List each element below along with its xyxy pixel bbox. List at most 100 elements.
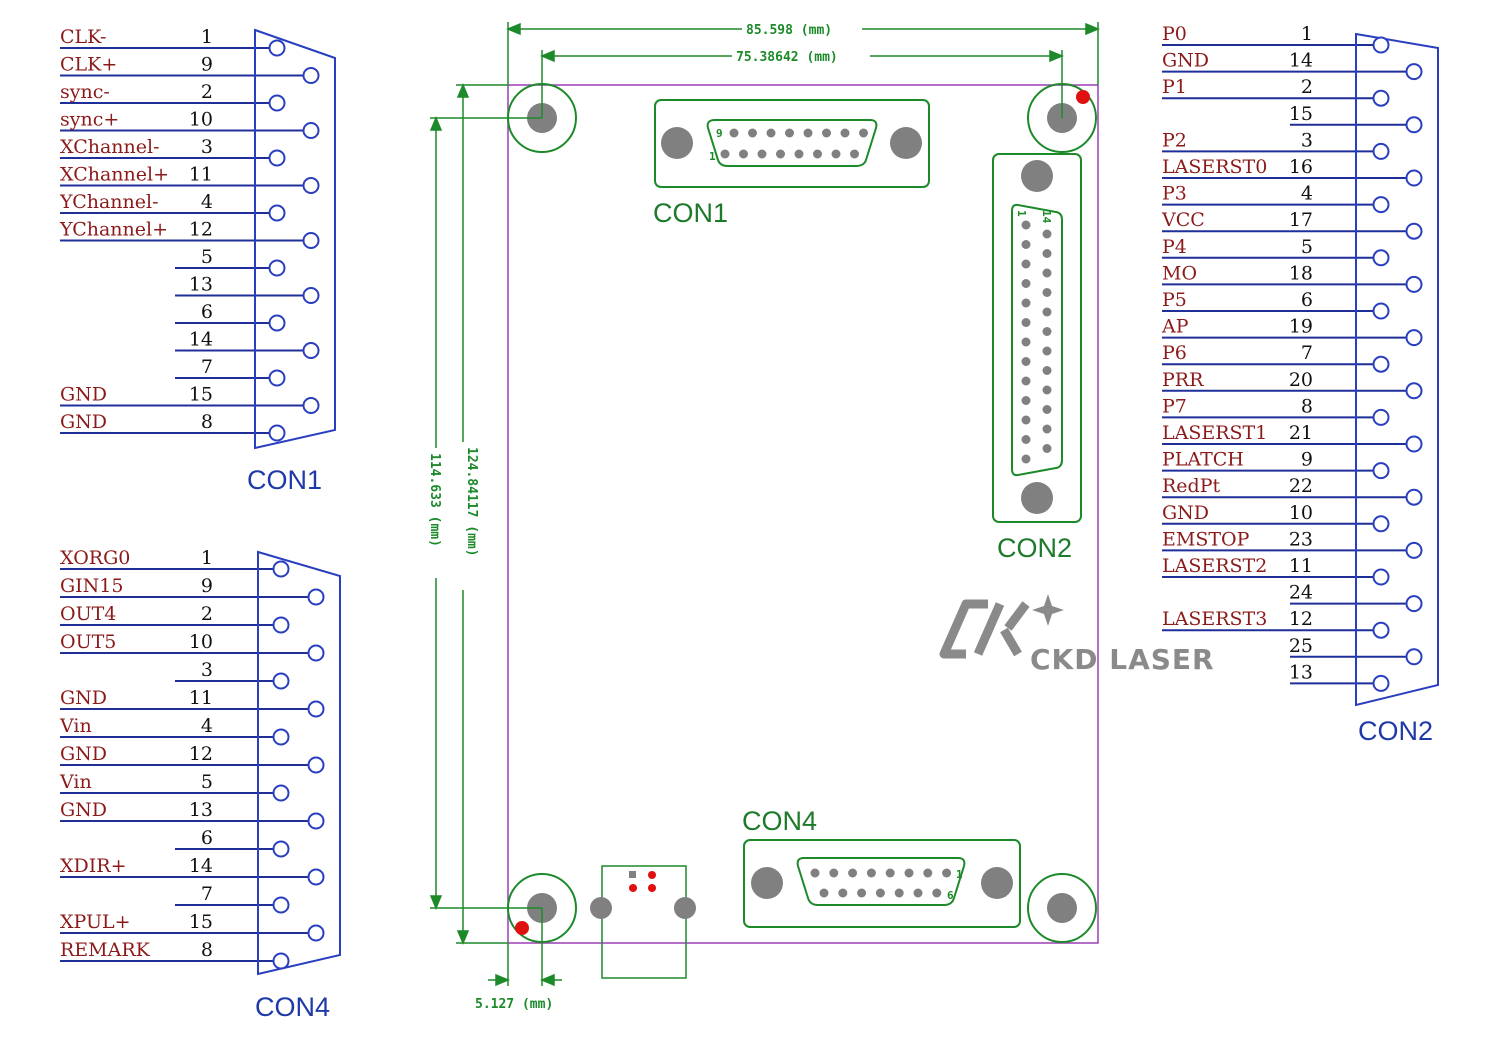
con2-signal-label: GND xyxy=(1162,502,1209,524)
con4-pin-hole xyxy=(272,784,290,802)
con4-pin-hole xyxy=(307,588,325,606)
con4-pin-hole xyxy=(307,812,325,830)
mounting-hole-bottom-right xyxy=(1027,873,1097,943)
con2-signal-label: P7 xyxy=(1162,395,1187,417)
pcb-pin-dot xyxy=(1042,444,1052,453)
con2-pin-hole xyxy=(1372,355,1390,373)
con2-signal-label: LASERST3 xyxy=(1162,608,1267,630)
con1-pin-hole xyxy=(268,369,286,387)
con2-signal-label: PRR xyxy=(1162,369,1204,391)
con4-signal-label: XPUL+ xyxy=(60,911,131,933)
con4-db15-shell xyxy=(257,550,341,976)
pcb-pin-dot xyxy=(840,128,850,138)
dimension-lines xyxy=(429,22,1100,987)
con1-pin-hole xyxy=(302,232,320,249)
pcb-pin-dot xyxy=(1042,327,1052,336)
pcb-pin-dot xyxy=(1021,396,1031,405)
dim-board-height: 124.84117 (mm) xyxy=(464,447,479,557)
con2-pin-number: 6 xyxy=(1301,289,1313,311)
con1-pin-row: 5 xyxy=(175,246,269,269)
pcb-pin-dot xyxy=(1042,405,1052,414)
con2-pin-hole xyxy=(1372,249,1390,267)
pcb-pin-dot xyxy=(1042,288,1052,297)
con4-pin-number: 11 xyxy=(189,687,213,709)
con2-pin-number: 18 xyxy=(1289,262,1313,284)
con2-pin-number: 20 xyxy=(1289,369,1313,391)
pcb-con4-footprint: 1 6 xyxy=(743,839,1021,928)
con4-pin-number: 12 xyxy=(189,743,213,765)
con2-signal-label: AP xyxy=(1161,316,1189,338)
dim-hole-spacing-y: 114.633 (mm) xyxy=(427,453,442,547)
pcb-drawing: 9 1 CON1 1 14 CON2 1 6 CON4 xyxy=(427,22,1100,1012)
pcb-con1-label: CON1 xyxy=(653,198,728,228)
con2-pin-hole xyxy=(1405,275,1423,293)
pcb-pin-dot xyxy=(831,149,841,159)
pcb-small-connector xyxy=(590,865,696,979)
con4-signal-label: XDIR+ xyxy=(60,855,127,877)
con4-pin-hole xyxy=(307,924,325,942)
pcb-pin-dot xyxy=(1021,357,1031,366)
pcb-pin-dot xyxy=(1021,415,1031,425)
con1-pin-number: 14 xyxy=(189,329,213,351)
pcb-pin-dot xyxy=(829,868,839,878)
pcb-pin-dot xyxy=(857,888,867,898)
con4-pin-number: 10 xyxy=(189,631,213,653)
con1-signal-label: sync+ xyxy=(60,109,119,131)
pcb-con4-pin1-label: 1 xyxy=(956,868,963,881)
con1-pin-row: 7 xyxy=(175,356,269,379)
con2-pin-hole xyxy=(1372,568,1390,586)
con1-pin-hole xyxy=(268,149,286,167)
con4-pin-number: 9 xyxy=(201,575,213,597)
con4-pin-row: GIN15 9 xyxy=(60,575,308,598)
con1-pin-number: 11 xyxy=(189,164,213,186)
con2-pin-row: 25 xyxy=(1289,635,1406,658)
pcb-con1-pin9-label: 9 xyxy=(716,127,723,140)
con4-pin-number: 2 xyxy=(201,603,213,625)
con4-signal-label: GIN15 xyxy=(60,575,124,597)
sparkle-icon xyxy=(1032,594,1064,626)
con2-pin-number: 4 xyxy=(1301,183,1313,205)
pcb-pin-dot xyxy=(1021,220,1031,230)
pcb-pin-dot xyxy=(813,149,822,159)
pcb-pin-dot xyxy=(819,888,829,898)
con2-signal-label: P0 xyxy=(1162,23,1187,45)
con2-pin-hole xyxy=(1405,63,1423,81)
con2-pin-hole xyxy=(1372,515,1390,533)
con2-signal-label: P2 xyxy=(1162,129,1187,151)
con4-signal-label: Vin xyxy=(59,715,92,737)
con2-pin-number: 25 xyxy=(1289,635,1313,657)
con2-signal-label: P4 xyxy=(1162,236,1187,258)
pcb-pin-dot xyxy=(1042,385,1052,395)
con4-pin-hole xyxy=(307,700,325,718)
pcb-con2-footprint: 1 14 xyxy=(992,153,1082,523)
pcb-con4-label: CON4 xyxy=(742,806,817,836)
pcb-pin-dot xyxy=(1021,318,1031,327)
pcb-pin-dot xyxy=(757,149,767,159)
con2-pin-hole xyxy=(1405,488,1423,506)
pcb-pin-dot xyxy=(1042,229,1052,239)
con2-pin-hole xyxy=(1405,595,1423,613)
con4-pin-hole xyxy=(307,756,325,774)
con4-pin-hole xyxy=(307,644,325,662)
con1-pin-hole xyxy=(268,424,286,442)
con4-pin-number: 1 xyxy=(201,547,213,569)
pcb-pin-dot xyxy=(894,888,904,898)
con1-pin-row: YChannel+12 xyxy=(59,219,303,242)
pcb-pin-dot xyxy=(913,888,923,898)
con1-title: CON1 xyxy=(247,465,322,495)
